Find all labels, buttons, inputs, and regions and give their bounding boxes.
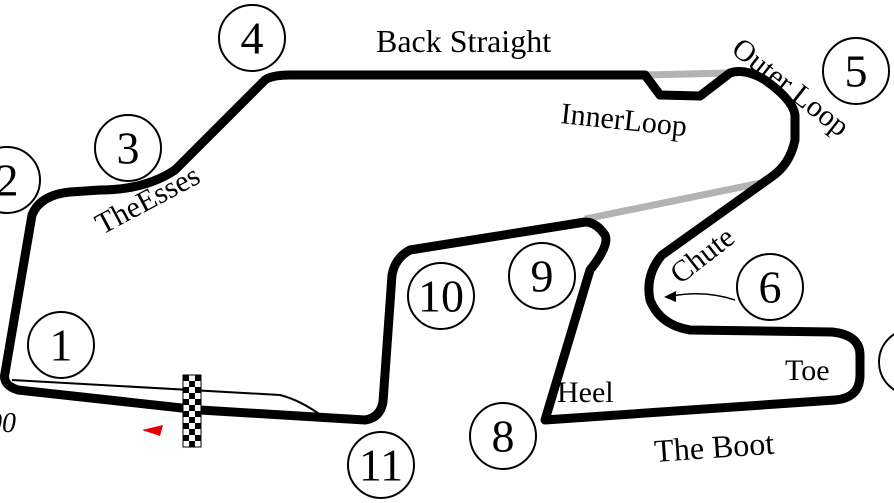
turn-marker-4: 4 [218, 4, 286, 72]
red-marker-icon [142, 425, 163, 436]
turn-number: 10 [418, 271, 464, 322]
turn-marker-6: 6 [736, 253, 804, 321]
turn-number: 1 [50, 320, 73, 371]
track-outline [0, 67, 865, 425]
label-back-straight: Back Straight [376, 23, 551, 59]
turn-marker-10: 10 [407, 262, 475, 330]
turn-marker-11: 11 [347, 431, 415, 499]
chute-connector [584, 178, 767, 223]
turn-marker-2: 2 [0, 146, 41, 214]
turn-number: 5 [845, 46, 868, 97]
pit-lane [11, 379, 323, 417]
turn-marker-9: 9 [508, 242, 576, 310]
turn-number: 8 [492, 411, 515, 462]
turn-marker-partial [878, 333, 894, 391]
turn-number: 3 [117, 123, 140, 174]
outer-loop-connector [644, 69, 731, 79]
turn-number: 9 [531, 251, 554, 302]
label-heel: Heel [557, 376, 614, 409]
turn-marker-5: 5 [822, 37, 890, 105]
label-inner-loop: InnerLoop [559, 97, 688, 143]
turn-marker-1: 1 [27, 311, 95, 379]
direction-arrow-icon [664, 291, 736, 302]
label-the-boot: The Boot [653, 425, 775, 469]
label-toe: Toe [785, 354, 830, 387]
label-left-fragment: 00 [0, 408, 16, 439]
turn-number: 11 [359, 440, 403, 491]
turn-marker-3: 3 [94, 114, 162, 182]
turn-number: 4 [241, 13, 264, 64]
turn-marker-8: 8 [469, 402, 537, 470]
checkered-flag-icon [182, 374, 202, 448]
turn-number: 2 [0, 155, 19, 206]
turn-number: 6 [759, 262, 782, 313]
